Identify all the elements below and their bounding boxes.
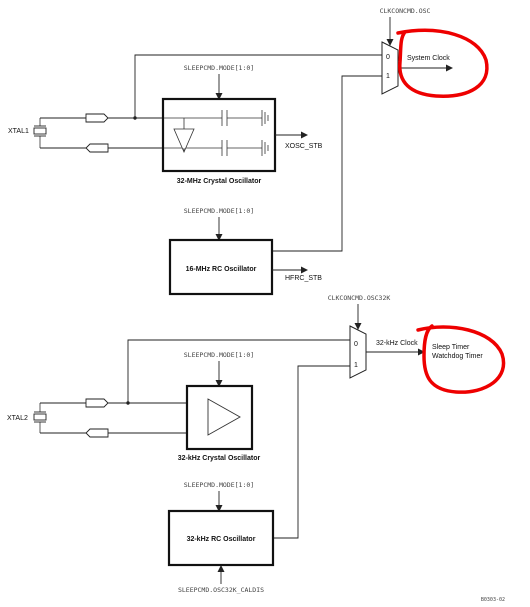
rc-oscillator-16mhz-box <box>168 238 274 296</box>
top-crystal-mode-label: SLEEPCMD.MODE[1:0] <box>184 64 254 72</box>
crystal-oscillator-32mhz-internals-icon <box>164 110 269 156</box>
sleep-timer-label: Sleep Timer <box>432 344 470 351</box>
rc-oscillator-16mhz-label: 16-MHz RC Oscillator <box>186 266 257 273</box>
figure-id-label: B0303-02 <box>481 597 505 603</box>
bottom-mux-select-label: CLKCONCMD.OSC32K <box>328 294 391 302</box>
bottom-red-annotation-circle <box>416 324 506 394</box>
top-red-annotation-circle <box>396 28 489 98</box>
top-mux-input-1-label: 1 <box>386 73 390 80</box>
crystal-oscillator-32mhz-label: 32-MHz Crystal Oscillator <box>177 178 262 185</box>
bottom-rc-to-mux-wire <box>273 365 350 539</box>
hfrc-stb-label: HFRC_STB <box>285 275 322 282</box>
xtal1-pad-out <box>85 143 109 153</box>
calibration-control-label: SLEEPCMD.OSC32K_CALDIS <box>178 586 264 594</box>
rc-oscillator-32khz-box <box>167 509 275 567</box>
xtal1-crystal-icon <box>33 118 47 148</box>
xtal1-pad-in <box>85 113 109 123</box>
top-clock-section: CLKCONCMD.OSC 0 1 System Clock XTAL1 <box>8 7 489 296</box>
top-rc-to-mux-wire <box>272 75 382 252</box>
bottom-mux-input-0-label: 0 <box>354 341 358 348</box>
top-mux-select-label: CLKCONCMD.OSC <box>380 7 431 15</box>
top-system-clock-label: System Clock <box>407 55 450 62</box>
top-system-clock-mux <box>381 41 399 95</box>
xtal2-pad-out <box>85 428 109 438</box>
bottom-32khz-mux <box>349 325 367 379</box>
bottom-mux-input-1-label: 1 <box>354 362 358 369</box>
xtal2-pad-in <box>85 398 109 408</box>
top-crystal-to-mux-wire <box>134 54 382 118</box>
xtal1-label: XTAL1 <box>8 128 29 135</box>
bottom-crystal-mode-label: SLEEPCMD.MODE[1:0] <box>184 351 254 359</box>
amplifier-triangle-icon <box>207 398 241 436</box>
bottom-clock-section: CLKCONCMD.OSC32K 0 1 32-kHz Clock Sleep … <box>7 294 506 594</box>
xtal2-label: XTAL2 <box>7 415 28 422</box>
xosc-stb-label: XOSC_STB <box>285 143 323 150</box>
top-rc-mode-label: SLEEPCMD.MODE[1:0] <box>184 207 254 215</box>
xtal2-crystal-icon <box>33 403 47 433</box>
rc-oscillator-32khz-label: 32-kHz RC Oscillator <box>187 536 256 543</box>
top-mux-input-0-label: 0 <box>386 54 390 61</box>
watchdog-timer-label: Watchdog Timer <box>432 353 483 360</box>
crystal-oscillator-32mhz-box <box>161 97 277 173</box>
bottom-rc-mode-label: SLEEPCMD.MODE[1:0] <box>184 481 254 489</box>
bottom-32khz-clock-label: 32-kHz Clock <box>376 340 418 347</box>
crystal-oscillator-32khz-label: 32-kHz Crystal Oscillator <box>178 455 261 462</box>
bottom-crystal-to-mux-wire <box>127 339 350 403</box>
